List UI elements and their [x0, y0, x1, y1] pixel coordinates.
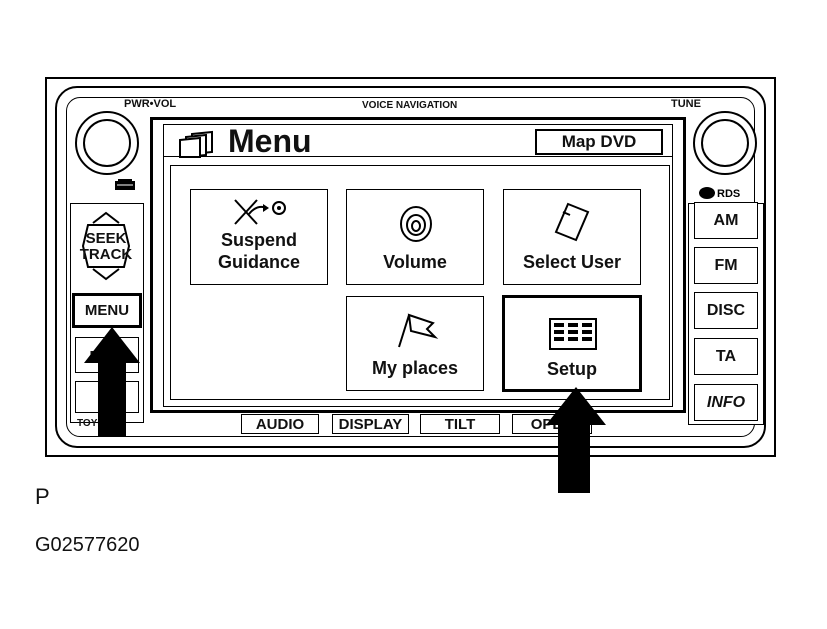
volume-label: Volume — [383, 252, 447, 272]
tune-knob-center — [701, 119, 749, 167]
seek-track-button[interactable]: SEEK TRACK — [79, 211, 133, 281]
info-button[interactable]: INFO — [694, 384, 758, 421]
my-places-tile[interactable]: My places — [346, 296, 484, 391]
select-user-tile[interactable]: Select User — [503, 189, 641, 285]
figure-letter: P — [35, 484, 50, 509]
disc-button[interactable]: DISC — [694, 292, 758, 329]
brand-label: TOYOTA — [77, 418, 118, 429]
volume-tile[interactable]: Volume — [346, 189, 484, 285]
select-user-label: Select User — [522, 252, 622, 272]
menu-pointer-arrow-icon — [84, 327, 140, 437]
tilt-button[interactable]: TILT — [420, 414, 500, 434]
flag-icon — [398, 313, 439, 348]
speaker-icon — [400, 206, 432, 242]
audio-button[interactable]: AUDIO — [241, 414, 319, 434]
figure-code: G02577620 — [35, 534, 140, 556]
flag-arrow-icon — [234, 199, 286, 225]
seek-label: SEEK — [85, 230, 127, 247]
card-icon — [554, 202, 590, 242]
display-button[interactable]: DISPLAY — [332, 414, 409, 434]
screen-title-bar — [164, 125, 672, 157]
rds-logo-icon: RDS — [698, 186, 756, 200]
am-button[interactable]: AM — [694, 202, 758, 239]
tune-label: TUNE — [671, 98, 701, 110]
setup-label: Setup — [546, 359, 597, 379]
suspend-label: Suspend — [220, 230, 297, 250]
power-volume-knob-center — [83, 119, 131, 167]
voice-navigation-label: VOICE NAVIGATION — [362, 100, 458, 111]
setup-tile[interactable]: Setup — [502, 295, 642, 392]
menu-button[interactable]: MENU — [72, 293, 142, 328]
fm-button[interactable]: FM — [694, 247, 758, 284]
screen-title: Menu — [228, 123, 312, 159]
disc-logo-icon — [114, 178, 136, 192]
menu-content-area — [170, 165, 670, 400]
menu-book-icon — [178, 130, 218, 159]
my-places-label: My places — [371, 358, 459, 378]
setup-pointer-arrow-icon — [546, 387, 606, 493]
settings-panel-icon — [549, 318, 597, 350]
map-dvd-button[interactable]: Map DVD — [535, 129, 663, 155]
suspend-guidance-tile[interactable]: Suspend Guidance — [190, 189, 328, 285]
track-label: TRACK — [79, 246, 133, 263]
guidance-label: Guidance — [217, 252, 301, 272]
pwr-vol-label: PWR•VOL — [124, 98, 177, 110]
svg-text:RDS: RDS — [717, 188, 740, 200]
ta-button[interactable]: TA — [694, 338, 758, 375]
